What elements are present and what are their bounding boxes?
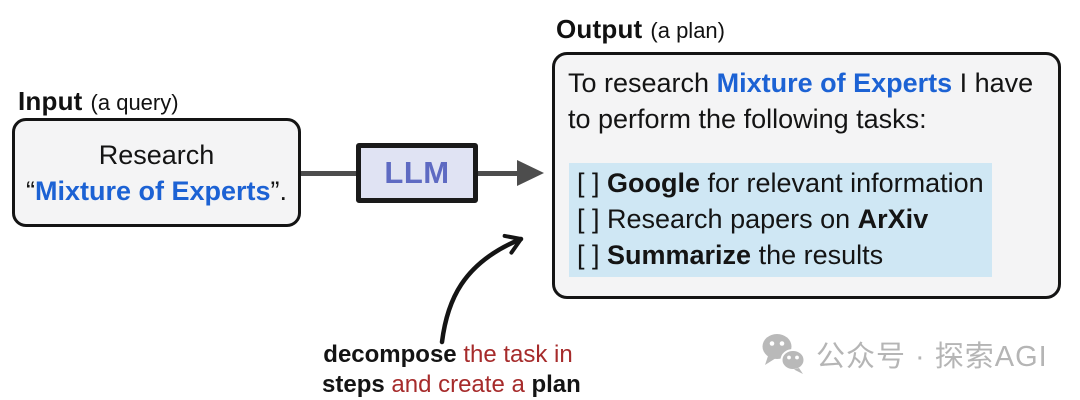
checkbox-brackets: [ ]	[577, 240, 608, 270]
task1-rest: for relevant information	[700, 168, 984, 198]
annotation-bold3: plan	[531, 371, 581, 398]
output-label-title: Output	[556, 14, 643, 44]
output-intro-post: I have to perform the following tasks:	[568, 68, 1034, 134]
task3-bold: Summarize	[607, 240, 752, 270]
annotation-line2: steps and create a plan	[322, 370, 581, 400]
decompose-annotation: decompose the task in steps and create a…	[322, 340, 581, 400]
task-row-summarize: [ ] Summarize the results	[577, 237, 984, 273]
task2-bold: ArXiv	[857, 204, 929, 234]
output-label: Output (a plan)	[556, 14, 725, 45]
output-intro-pre: To research	[568, 68, 717, 98]
annotation-red1: the task in	[456, 341, 573, 368]
watermark: 公众号 · 探索AGI	[760, 333, 1048, 375]
input-label-subtitle: (a query)	[90, 90, 179, 115]
input-query-verb: Research	[98, 139, 215, 170]
output-plan-box: To research Mixture of Experts I have to…	[552, 52, 1061, 299]
output-intro-phrase: Mixture of Experts	[716, 68, 953, 98]
input-label: Input (a query)	[18, 86, 179, 117]
task3-rest: the results	[751, 240, 884, 270]
connector-input-to-llm	[301, 171, 356, 176]
wechat-icon	[762, 334, 806, 374]
annotation-bold2: steps	[322, 371, 385, 398]
output-label-subtitle: (a plan)	[650, 18, 725, 43]
llm-label: LLM	[384, 155, 450, 190]
quote-close: ”.	[270, 175, 288, 206]
connector-llm-to-output	[478, 171, 518, 176]
input-query-line1: Research	[99, 137, 215, 173]
output-intro: To research Mixture of Experts I have to…	[568, 65, 1044, 137]
input-label-title: Input	[18, 86, 83, 116]
task-row-google: [ ] Google for relevant information	[577, 165, 984, 201]
checkbox-brackets: [ ]	[577, 168, 608, 198]
llm-box: LLM	[356, 143, 478, 203]
annotation-bold1: decompose	[323, 341, 457, 368]
task-checklist: [ ] Google for relevant information [ ] …	[569, 163, 992, 277]
watermark-text: 公众号 · 探索AGI	[816, 341, 1048, 373]
task-row-arxiv: [ ] Research papers on ArXiv	[577, 201, 984, 237]
annotation-red2: and create a	[384, 371, 532, 398]
quote-open: “	[25, 175, 35, 206]
input-query-phrase: Mixture of Experts	[34, 175, 271, 206]
arrowhead-right-icon	[517, 160, 544, 186]
annotation-line1: decompose the task in	[322, 340, 574, 370]
input-query-box: Research “Mixture of Experts”.	[12, 118, 301, 227]
input-query-line2: “Mixture of Experts”.	[26, 173, 287, 209]
checkbox-brackets: [ ]	[577, 204, 608, 234]
task1-bold: Google	[607, 168, 701, 198]
task2-pre: Research papers on	[607, 204, 858, 234]
